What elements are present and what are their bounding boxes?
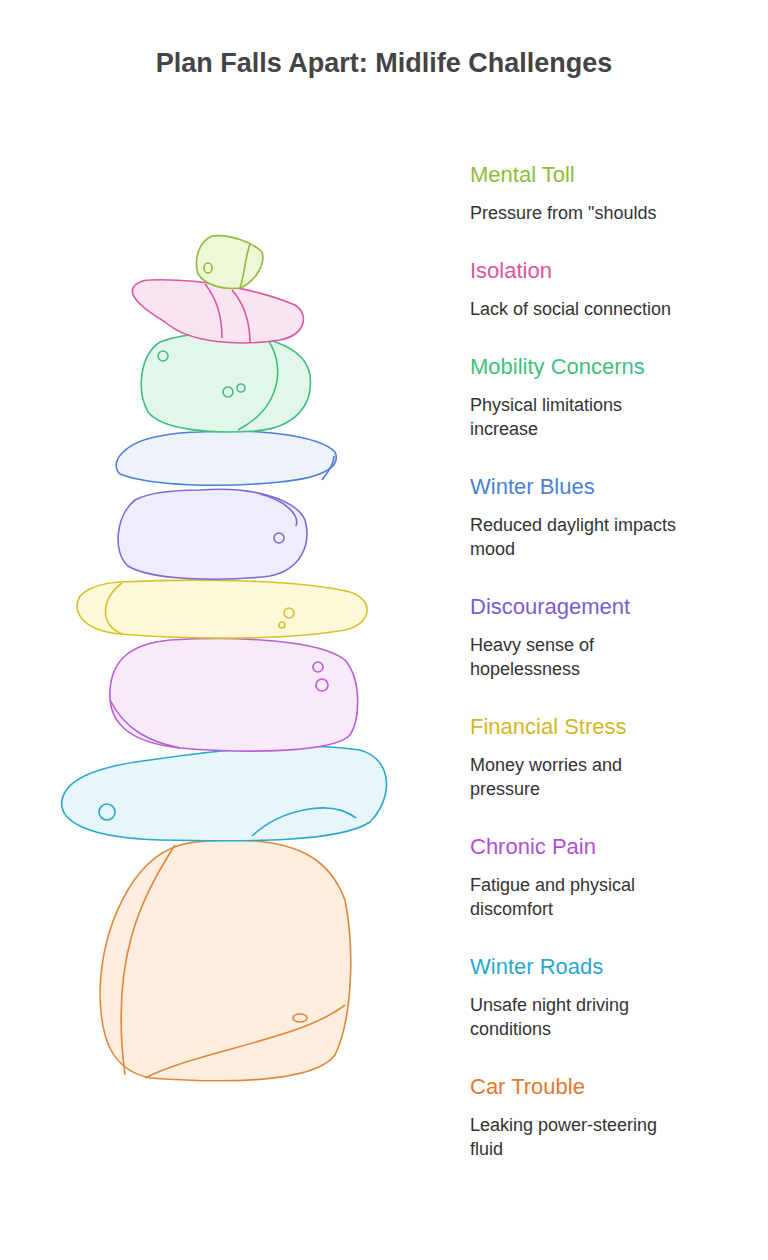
diagram-title: Plan Falls Apart: Midlife Challenges xyxy=(0,48,768,79)
stone-dot xyxy=(158,351,168,361)
stone-line xyxy=(238,336,278,430)
challenge-description: Reduced daylight impacts mood xyxy=(470,514,705,562)
challenge-description: Lack of social connection xyxy=(470,298,760,322)
challenge-description: Pressure from "shoulds xyxy=(470,202,760,226)
stone xyxy=(100,840,351,1081)
stone-line xyxy=(106,583,123,634)
stone-line xyxy=(322,456,334,480)
stone xyxy=(197,236,263,289)
challenge-description: Money worries and pressure xyxy=(470,754,695,802)
stone xyxy=(110,639,358,751)
stone-dot xyxy=(274,533,284,543)
stone xyxy=(141,334,310,432)
stone-dot xyxy=(316,679,328,691)
challenge-heading: Winter Roads xyxy=(470,952,603,981)
challenge-heading: Mobility Concerns xyxy=(470,352,645,381)
challenge-heading: Mental Toll xyxy=(470,160,575,189)
stone-line xyxy=(260,494,297,526)
stone xyxy=(116,431,336,485)
stone-dot xyxy=(284,608,294,618)
challenge-heading: Isolation xyxy=(470,256,552,285)
stone-line xyxy=(240,244,250,288)
stone-line xyxy=(121,845,345,1078)
stone-line xyxy=(110,700,180,748)
challenge-heading: Financial Stress xyxy=(470,712,627,741)
stone-dot xyxy=(204,263,212,273)
stone-dot xyxy=(99,804,115,820)
stone xyxy=(62,746,387,840)
stone xyxy=(77,580,367,638)
stone-dot xyxy=(237,384,245,392)
challenge-heading: Discouragement xyxy=(470,592,630,621)
challenge-description: Leaking power-steering fluid xyxy=(470,1114,695,1162)
stone-line xyxy=(205,284,250,343)
challenge-description: Physical limitations increase xyxy=(470,394,695,442)
stone-line xyxy=(252,808,356,836)
challenge-heading: Winter Blues xyxy=(470,472,595,501)
stone-dot xyxy=(293,1014,307,1022)
stone-dot xyxy=(279,622,285,628)
stone xyxy=(132,280,303,343)
challenge-description: Unsafe night driving conditions xyxy=(470,994,695,1042)
stone-dot xyxy=(313,662,323,672)
challenge-heading: Car Trouble xyxy=(470,1072,585,1101)
challenge-description: Heavy sense of hopelessness xyxy=(470,634,695,682)
stone xyxy=(118,489,307,579)
challenge-description: Fatigue and physical discomfort xyxy=(470,874,695,922)
challenge-heading: Chronic Pain xyxy=(470,832,596,861)
stone-dot xyxy=(223,387,233,397)
